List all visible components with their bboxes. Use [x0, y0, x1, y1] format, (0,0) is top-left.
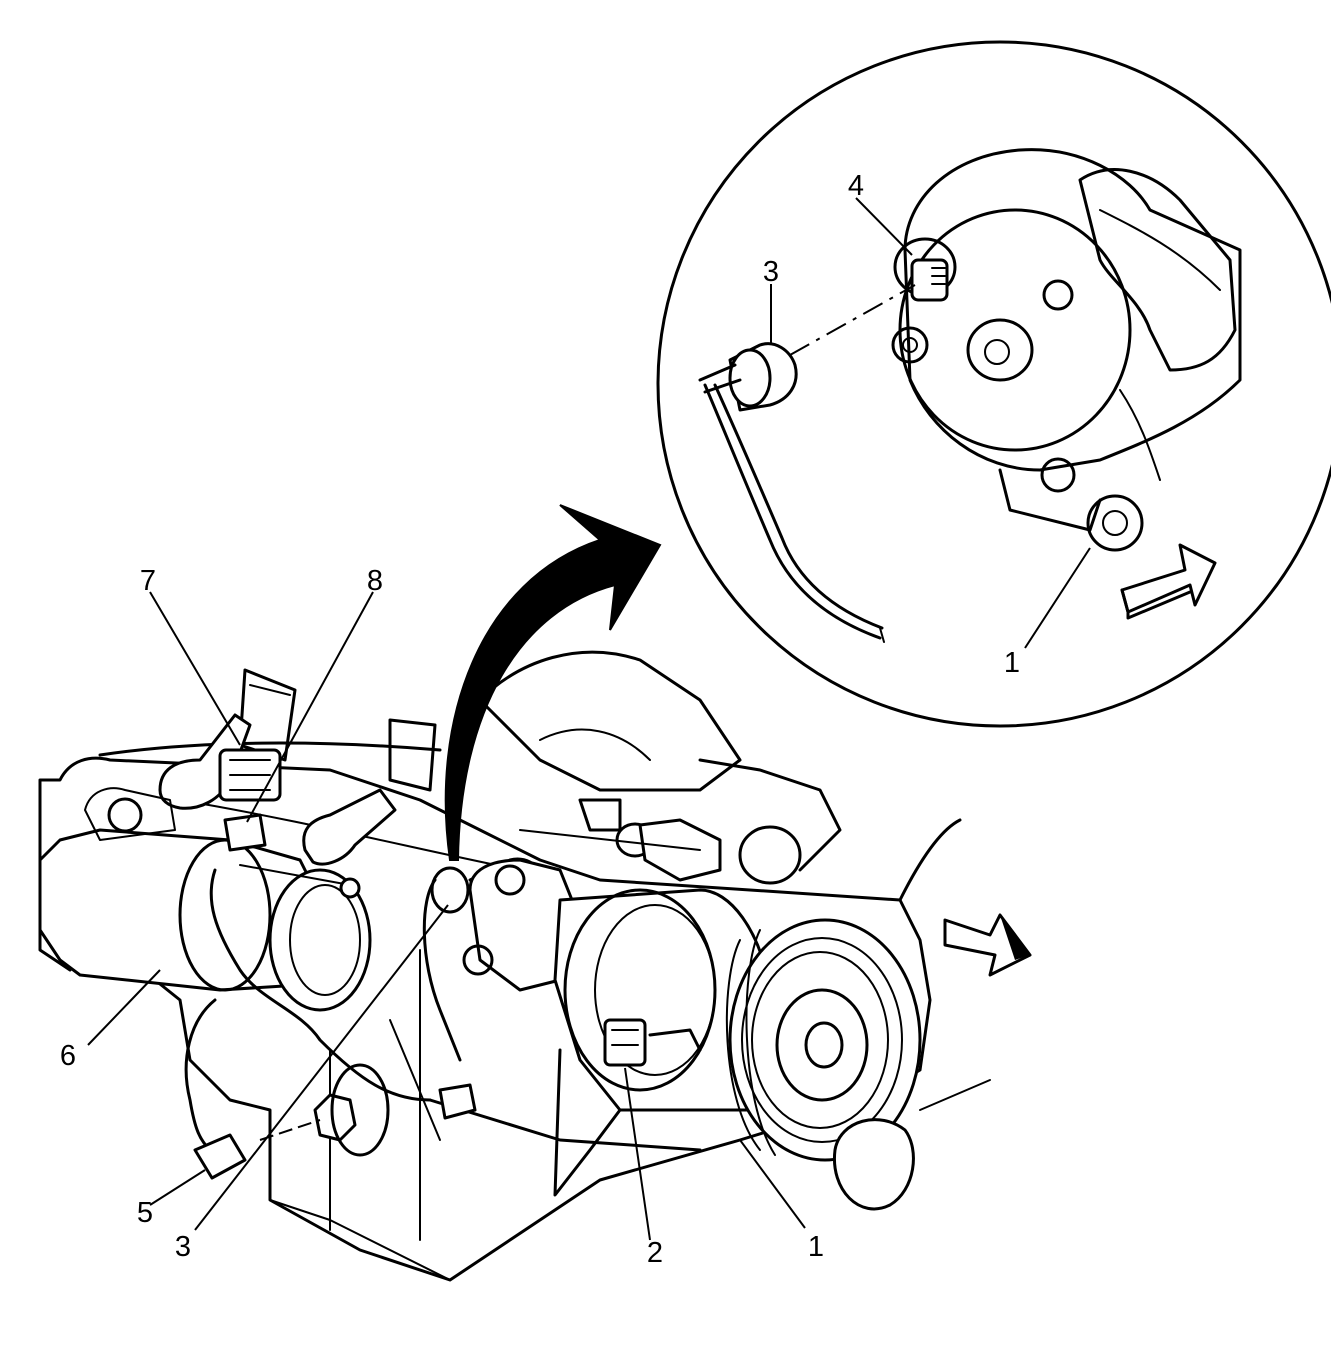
zoom-arrow-icon: [444, 504, 662, 861]
detail-compressor-housing: [891, 148, 1242, 552]
callout-3-detail: 3: [763, 256, 779, 288]
callout-6: 6: [60, 1040, 76, 1072]
leader-lines: [87, 197, 1091, 1241]
upper-fittings: [519, 758, 842, 885]
callout-labels: 7 8 4 3 1 6 5 3 2 1: [60, 170, 1020, 1269]
callout-8: 8: [367, 565, 383, 597]
main-direction-arrow-icon: [943, 913, 1032, 977]
callout-1-detail: 1: [1004, 647, 1020, 679]
callout-4: 4: [848, 170, 864, 202]
detail-direction-arrow-icon: [1120, 543, 1217, 620]
callout-5: 5: [137, 1197, 153, 1229]
callout-3: 3: [175, 1231, 191, 1263]
callout-1: 1: [808, 1231, 824, 1263]
engine-assembly: [38, 650, 1032, 1282]
detail-inset: [656, 40, 1331, 728]
detail-circle: [656, 40, 1331, 728]
callout-2: 2: [647, 1237, 663, 1269]
starter-motor: [38, 787, 372, 1012]
callout-7: 7: [140, 565, 156, 597]
ac-compressor: [462, 858, 922, 1162]
